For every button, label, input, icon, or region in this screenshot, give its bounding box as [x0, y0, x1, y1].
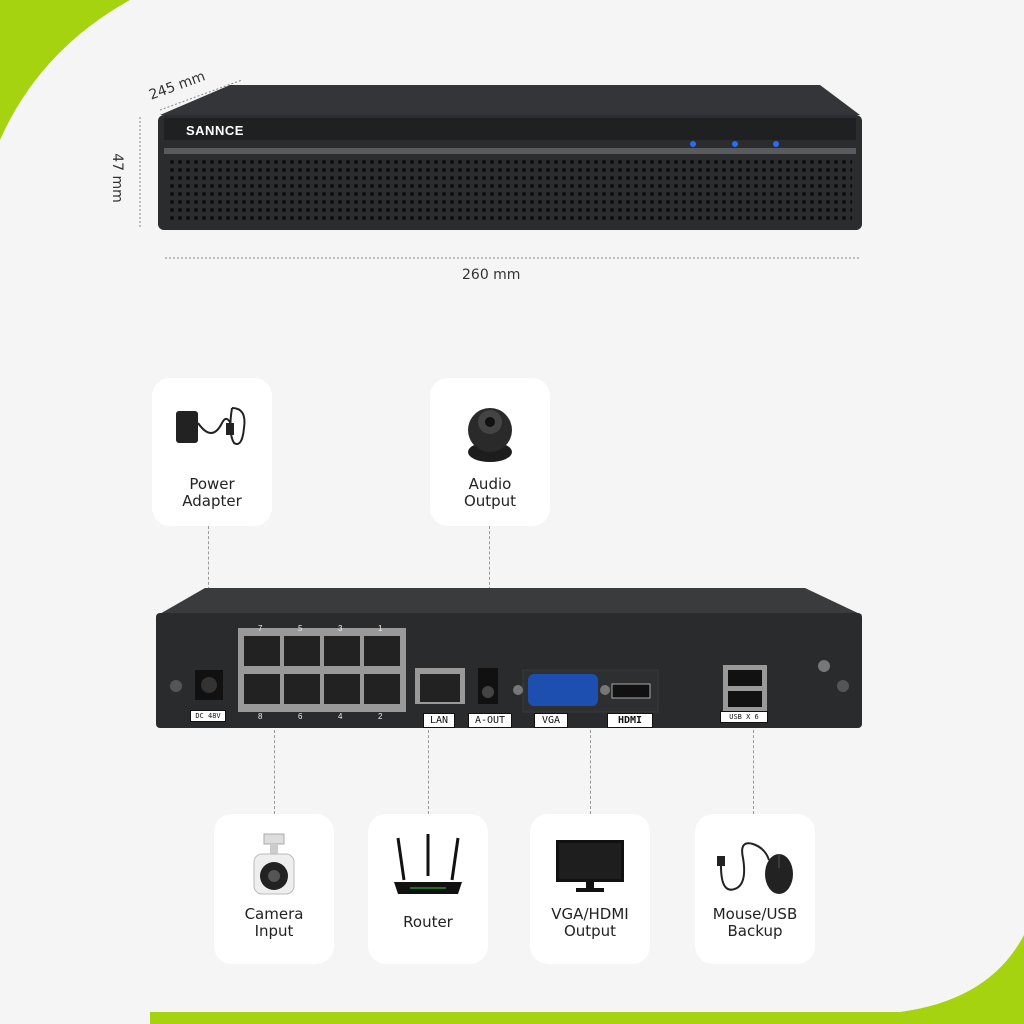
audio-output-label-line1: Audio: [468, 475, 512, 493]
vga-hdmi-output-label-line2: Output: [563, 922, 617, 940]
power-adapter-label-line1: Power: [189, 475, 235, 493]
router-connector-line: [428, 730, 429, 814]
router-card: Router: [368, 814, 488, 964]
front-logo: SANNCE: [186, 123, 244, 138]
port-number-7: 7: [258, 624, 263, 633]
bullet-camera-icon: [253, 833, 295, 895]
monitor-icon: [556, 840, 624, 892]
hdmi-port-label: HDMI: [607, 713, 653, 728]
vga-port-label: VGA: [534, 713, 568, 728]
router-icon: [394, 834, 462, 894]
power-adapter-card: Power Adapter: [152, 378, 272, 526]
port-number-3: 3: [338, 624, 343, 633]
aout-port-label: A-OUT: [468, 713, 512, 728]
port-number-1: 1: [378, 624, 383, 633]
mouse-usb-backup-label-line1: Mouse/USB: [712, 905, 798, 923]
port-number-2: 2: [378, 712, 383, 721]
router-label: Router: [403, 913, 453, 931]
status-led-3: [773, 141, 779, 147]
camera-input-label-line2: Input: [254, 922, 294, 940]
port-number-4: 4: [338, 712, 343, 721]
audio-output-label-line2: Output: [463, 492, 517, 510]
power-adapter-label-line2: Adapter: [182, 492, 242, 510]
port-number-6: 6: [298, 712, 303, 721]
status-led-2: [732, 141, 738, 147]
mouse-icon: [717, 842, 793, 894]
nvr-front-view: [139, 79, 862, 259]
height-dimension-label: 47 mm: [108, 153, 125, 203]
port-number-8: 8: [258, 712, 263, 721]
video-connector-line: [590, 730, 591, 814]
mouse-usb-backup-card: Mouse/USB Backup: [695, 814, 815, 964]
camera-connector-line: [274, 730, 275, 814]
top-left-accent-shape: [0, 0, 130, 140]
usb-port-label: USB X 6: [720, 711, 768, 723]
power-adapter-icon: [176, 407, 246, 445]
camera-input-label-line1: Camera: [244, 905, 304, 923]
camera-input-card: Camera Input: [214, 814, 334, 964]
lan-port-label: LAN: [423, 713, 455, 728]
port-number-5: 5: [298, 624, 303, 633]
power-port-label: DC 48V: [190, 710, 226, 722]
usb-connector-line: [753, 730, 754, 814]
width-dimension-label: 260 mm: [462, 267, 521, 283]
audio-output-card: Audio Output: [430, 378, 550, 526]
mouse-usb-backup-label-line2: Backup: [727, 922, 783, 940]
vga-hdmi-output-card: VGA/HDMI Output: [530, 814, 650, 964]
nvr-rear-view: [156, 588, 862, 728]
vga-hdmi-output-label-line1: VGA/HDMI: [551, 905, 629, 923]
status-led-1: [690, 141, 696, 147]
speaker-icon: [468, 408, 512, 462]
